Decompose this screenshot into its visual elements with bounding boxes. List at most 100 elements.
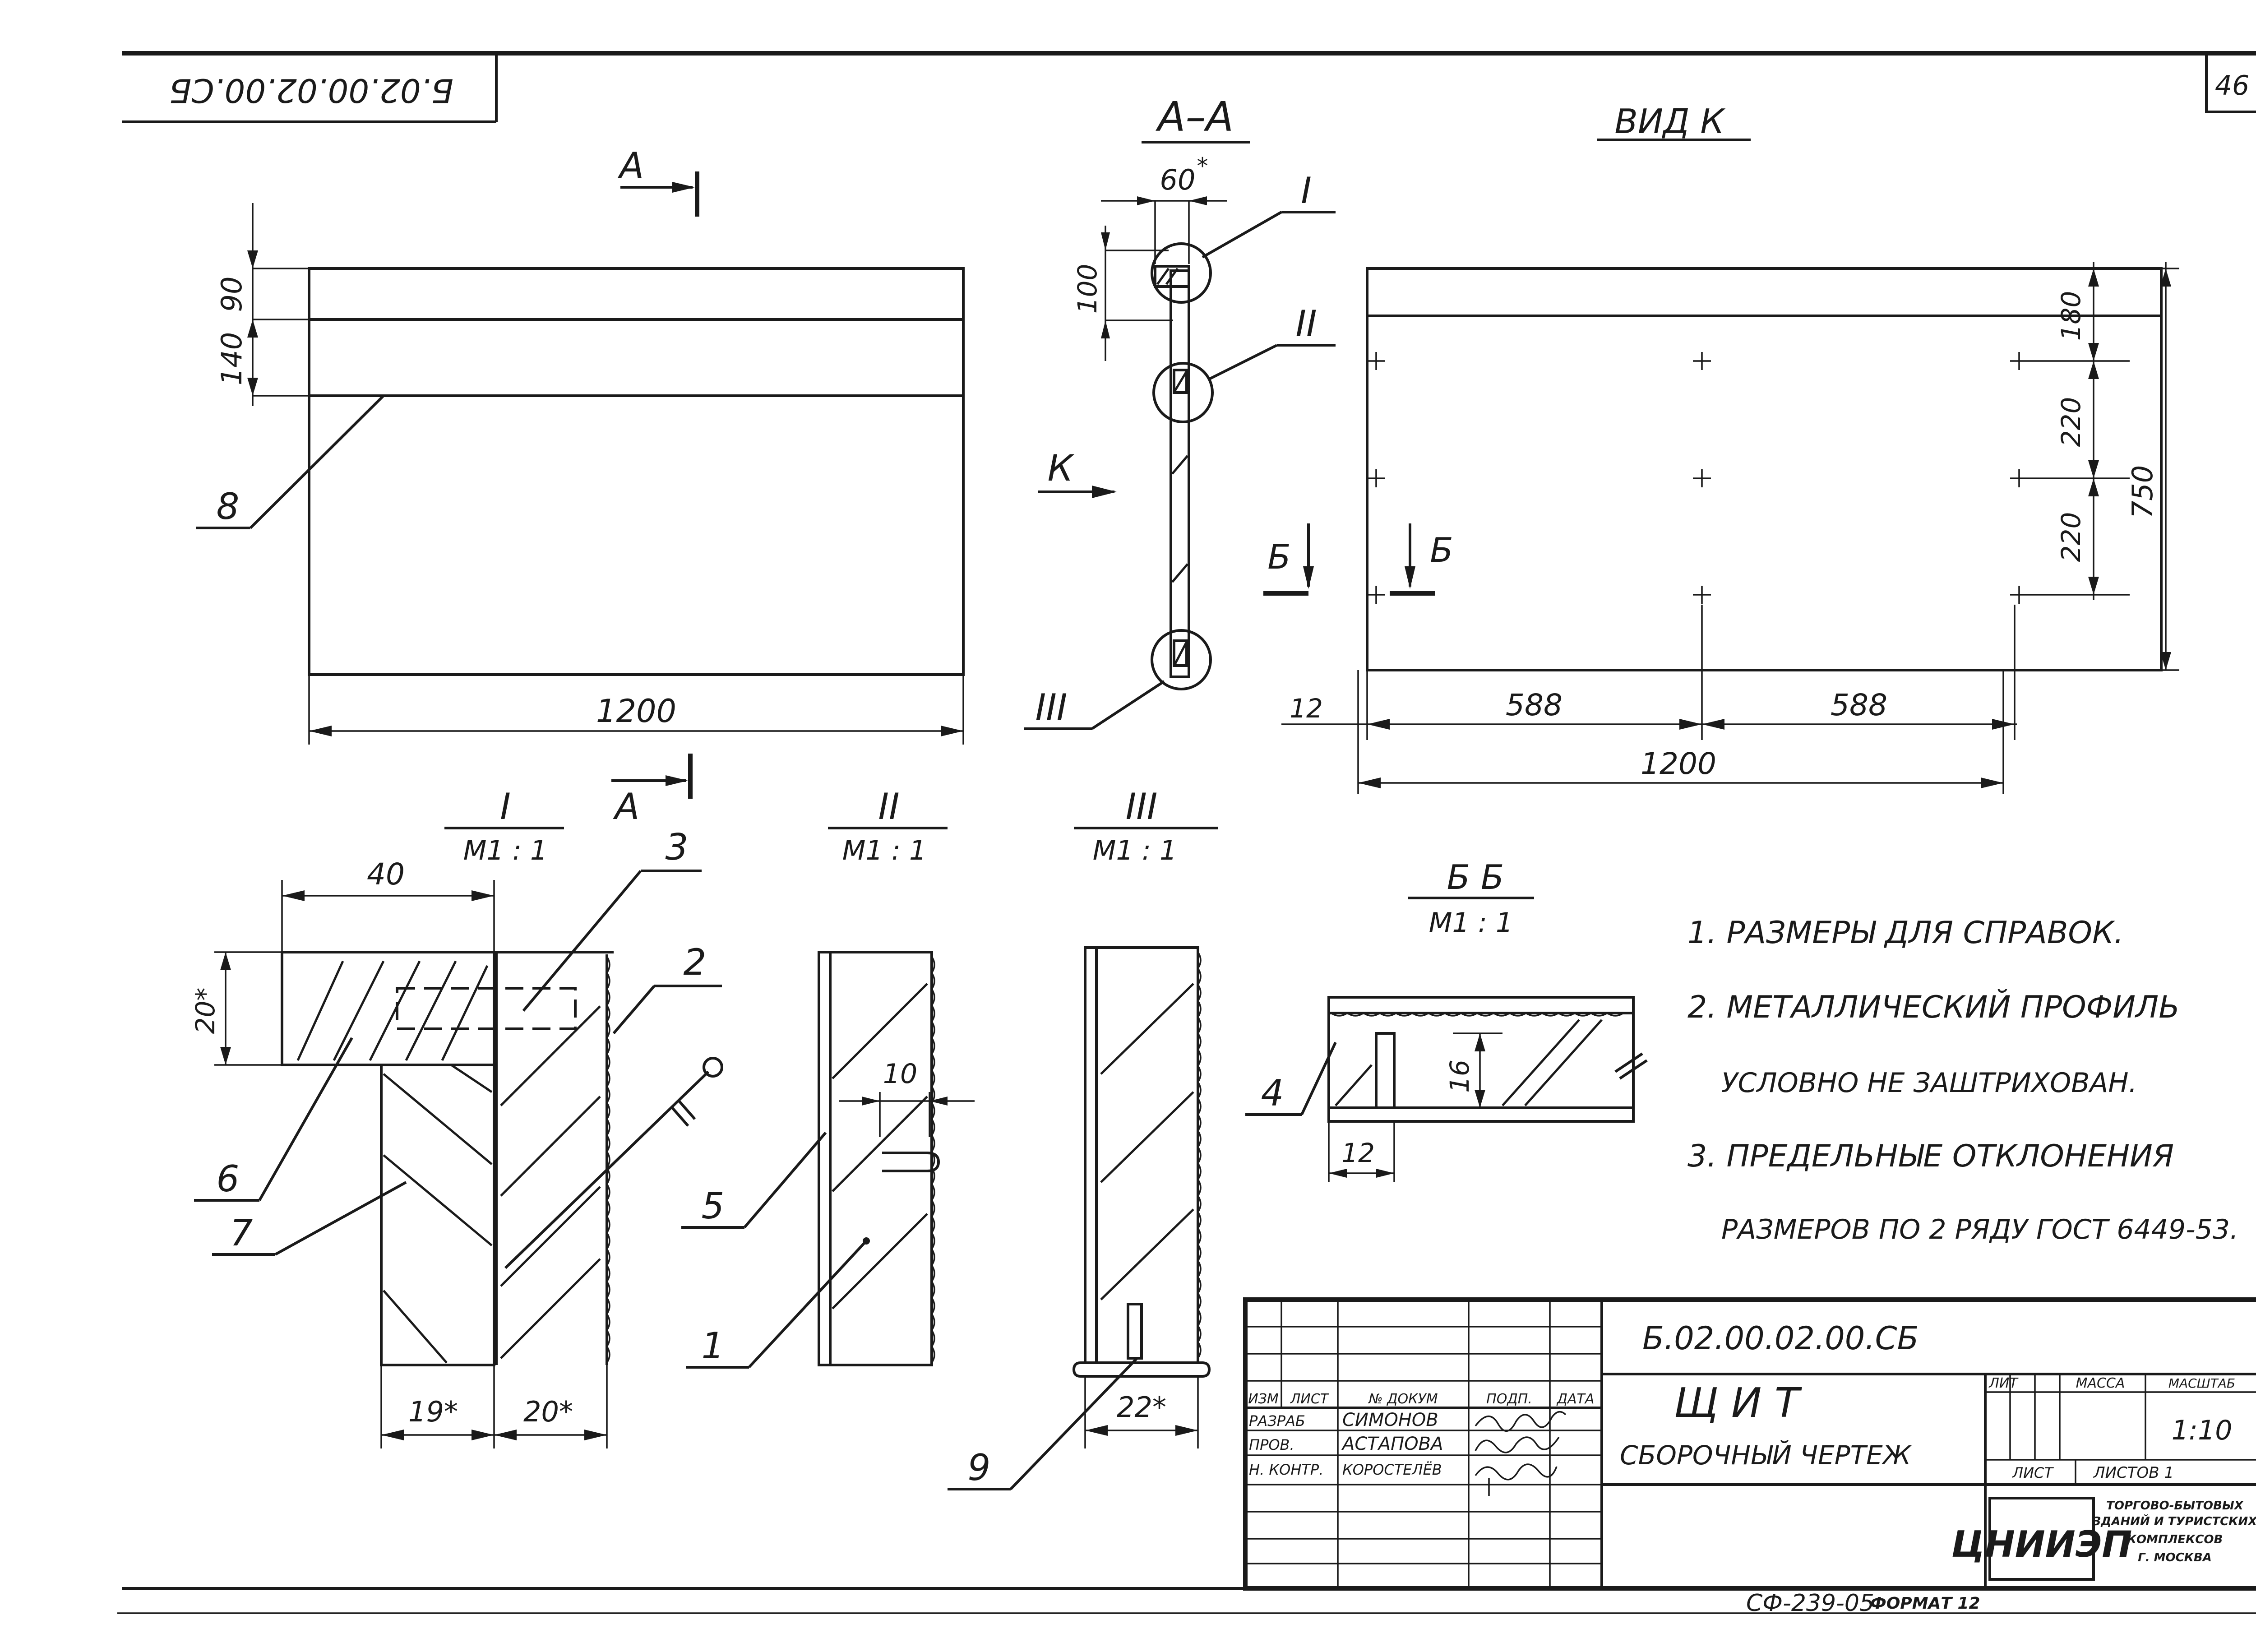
tb-role-nkontr: Н. КОНТР. (1249, 1461, 1323, 1478)
signature-2 (1475, 1436, 1560, 1453)
rotated-stamp-text: Б.02.00.02.00.СБ (169, 71, 453, 109)
note-3: 3. ПРЕДЕЛЬНЫЕ ОТКЛОНЕНИЯ (1687, 1138, 2174, 1174)
sheet-number-box: 46 (2205, 52, 2256, 113)
dim-40: 40 (367, 857, 405, 892)
dim-22-star: 22* (1117, 1391, 1166, 1424)
dim-750: 750 (2126, 465, 2159, 518)
dim-20-star-vertical: 20* (190, 988, 221, 1034)
detail-BB-scale: М1 : 1 (1429, 907, 1513, 939)
dim-20-star: 20* (523, 1395, 573, 1428)
tb-hdr-date: ДАТА (1556, 1391, 1595, 1407)
view-arrow-k: К (1038, 447, 1117, 498)
tb-role-prov: ПРОВ. (1249, 1436, 1294, 1453)
note-2: 2. МЕТАЛЛИЧЕСКИЙ ПРОФИЛЬ (1687, 989, 2180, 1025)
sheet-number: 46 (2215, 70, 2249, 102)
detail-II-title: II (878, 786, 899, 828)
detail-I-scale: М1 : 1 (463, 835, 547, 866)
dim-220-upper: 220 (2056, 397, 2086, 447)
roman-callout-1: I (1301, 170, 1312, 212)
roman-callout-2: II (1295, 303, 1317, 345)
note-1: 1. РАЗМЕРЫ ДЛЯ СПРАВОК. (1687, 915, 2124, 951)
tb-role-razrab: РАЗРАБ (1249, 1412, 1305, 1430)
callout-3: 3 (666, 826, 689, 868)
tb-hdr-list: ЛИСТ (1290, 1391, 1330, 1407)
dim-140: 140 (215, 332, 248, 385)
dim-16: 16 (1444, 1060, 1475, 1093)
callout-2: 2 (684, 941, 707, 983)
view-k-title: ВИД К (1614, 102, 1725, 141)
detail-BB: Б Б М1 : 1 16 12 4 (1245, 857, 1648, 1182)
tb-sheet: ЛИСТ (2012, 1464, 2054, 1481)
view-k: ВИД К 180 220 220 (1263, 102, 2179, 794)
note-3-cont: РАЗМЕРОВ ПО 2 РЯДУ ГОСТ 6449-53. (1721, 1214, 2238, 1245)
callout-5: 5 (702, 1185, 725, 1227)
cut-marker-a-bottom: А (611, 754, 693, 828)
callout-6: 6 (217, 1158, 240, 1200)
signature-1 (1475, 1411, 1567, 1432)
tb-mass: МАССА (2076, 1375, 2125, 1391)
dim-60: 60 (1160, 163, 1196, 196)
cut-marker-a-top: А (617, 145, 699, 217)
tb-org-line-3: КОМПЛЕКСОВ (2127, 1533, 2223, 1546)
tb-hdr-sign: ПОДП. (1486, 1391, 1532, 1407)
tb-org-line-4: Г. МОСКВА (2138, 1551, 2212, 1564)
callout-4: 4 (1261, 1072, 1284, 1114)
detail-II-scale: М1 : 1 (842, 835, 926, 866)
tb-person-astapova: АСТАПОВА (1341, 1434, 1443, 1454)
tb-org-logo: ЦНИИЭП (1951, 1523, 2132, 1565)
title-block: ИЗМ ЛИСТ № ДОКУМ ПОДП. ДАТА РАЗРАБ ПРОВ.… (1243, 1297, 2256, 1591)
section-aa-title: А–А (1156, 93, 1234, 141)
callout-7: 7 (230, 1212, 253, 1254)
detail-BB-title: Б Б (1447, 857, 1504, 897)
notes: 1. РАЗМЕРЫ ДЛЯ СПРАВОК. 2. МЕТАЛЛИЧЕСКИЙ… (1687, 915, 2238, 1245)
fastener-marks (1367, 352, 2028, 604)
callout-8: 8 (217, 486, 240, 528)
cut-a-top-label: А (617, 145, 644, 187)
tb-person-simonov: СИМОНОВ (1342, 1410, 1438, 1430)
cut-b-left-label: Б (1267, 537, 1290, 577)
dim-1200-viewk: 1200 (1641, 746, 1716, 781)
cut-a-bottom-label: А (613, 786, 640, 828)
detail-III-title: III (1126, 786, 1158, 828)
dim-60-star: * (1197, 153, 1208, 179)
dim-220-lower: 220 (2056, 512, 2086, 562)
tb-person-korostelev: КОРОСТЕЛЁВ (1342, 1461, 1442, 1478)
cut-b-right-label: Б (1430, 530, 1453, 570)
rotated-stamp: Б.02.00.02.00.СБ (122, 53, 498, 123)
section-a-a: А–А 60 * 100 I (1024, 93, 1336, 730)
dim-1200-front: 1200 (596, 693, 676, 730)
tb-org-line-1: ТОРГОВО-БЫТОВЫХ (2106, 1499, 2244, 1513)
detail-III: III М1 : 1 22* 9 (948, 786, 1218, 1490)
signature-3 (1475, 1463, 1558, 1496)
dim-588-right: 588 (1831, 688, 1887, 722)
roman-callout-3: III (1036, 686, 1068, 728)
tb-name: Щ И Т (1674, 1379, 1802, 1427)
tb-sheets: ЛИСТОВ 1 (2093, 1464, 2174, 1482)
dim-588-left: 588 (1506, 688, 1563, 722)
tb-hdr-izm: ИЗМ (1248, 1391, 1279, 1407)
tb-scale-value: 1:10 (2172, 1415, 2233, 1446)
arrow-k-label: К (1048, 447, 1075, 489)
tb-hdr-doc: № ДОКУМ (1368, 1391, 1438, 1407)
tb-org-line-2: ЗДАНИЙ И ТУРИСТСКИХ (2092, 1514, 2256, 1528)
dim-12-bb: 12 (1341, 1138, 1375, 1168)
format-label: ФОРМАТ 12 (1870, 1594, 1980, 1613)
dim-12-viewk: 12 (1290, 693, 1323, 724)
dim-180: 180 (2056, 291, 2086, 341)
dim-100: 100 (1072, 264, 1103, 314)
note-2-cont: УСЛОВНО НЕ ЗАШТРИХОВАН. (1721, 1067, 2137, 1099)
dim-90: 90 (215, 277, 248, 312)
dim-19-star: 19* (408, 1395, 458, 1428)
format-line: СФ-239-05 ФОРМАТ 12 (1746, 1590, 1980, 1617)
tb-doc-code: Б.02.00.02.00.СБ (1642, 1320, 1919, 1357)
callout-9: 9 (968, 1447, 991, 1489)
dim-10: 10 (883, 1058, 917, 1090)
callout-1: 1 (702, 1325, 725, 1367)
detail-II: II М1 : 1 10 5 1 (681, 786, 975, 1369)
format-code: СФ-239-05 (1746, 1590, 1874, 1617)
tb-lit: ЛИТ (1988, 1375, 2019, 1391)
detail-III-scale: М1 : 1 (1093, 835, 1177, 866)
detail-I-title: I (500, 786, 511, 828)
tb-subtitle: СБОРОЧНЫЙ ЧЕРТЕЖ (1620, 1439, 1912, 1471)
